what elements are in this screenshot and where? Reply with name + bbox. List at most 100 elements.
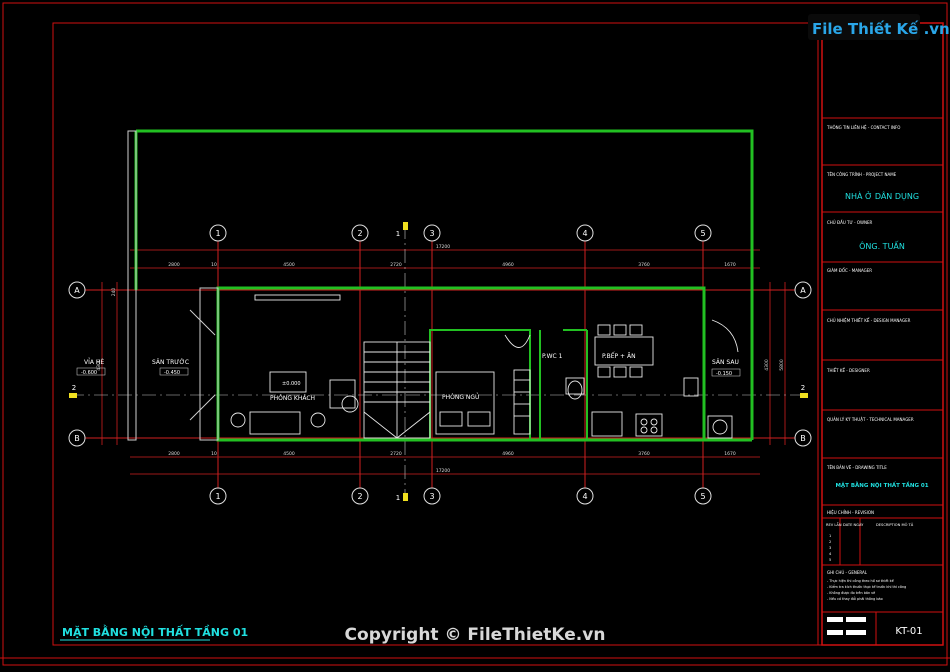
- tb-rev-header-0: REV LẦN: [826, 522, 842, 527]
- grid-bubble-3-bottom: [423, 487, 441, 505]
- section-marks: 2 2 1 1: [69, 222, 808, 502]
- tb-note-1: - Kiểm tra kích thước thực tế trước khi …: [827, 584, 906, 589]
- dimension-lines: [101, 249, 786, 475]
- tb-rev-header-2: DESCRIPTION MÔ TẢ: [876, 522, 914, 527]
- grid-label-5: 5: [700, 492, 705, 501]
- furniture-linework: [230, 294, 739, 439]
- room-label-wc: P.WC 1: [542, 353, 563, 360]
- title-block: THÔNG TIN LIÊN HỆ - CONTACT INFO TÊN CÔN…: [826, 125, 929, 637]
- dim-left-1: 240: [111, 288, 117, 297]
- grid-bubble-4-top: [576, 224, 594, 242]
- room-labels: VỈA HÈ -0.600 SÂN TRƯỚC -0.450 PHÒNG KHÁ…: [76, 352, 741, 402]
- tb-notes-label: GHI CHÚ - GENERAL: [827, 570, 868, 575]
- room-label-bep: P.BẾP + ĂN: [602, 352, 636, 360]
- tb-rev-row-1: 2: [829, 540, 831, 544]
- grid-bubble-1-top: [209, 224, 227, 242]
- copyright-watermark: Copyright © FileThietKe.vn: [345, 625, 606, 645]
- grid-label-1: 1: [215, 229, 220, 238]
- grid-bubble-B-left: [68, 429, 86, 447]
- grid-label-2: 2: [357, 229, 362, 238]
- grid-bubble-3-top: [423, 224, 441, 242]
- tb-design-manager-label: CHỦ NHIỆM THIẾT KẾ - DESIGN MANAGER: [827, 317, 911, 323]
- tb-drawing-title-label: TÊN BẢN VẼ - DRAWING TITLE: [826, 465, 887, 470]
- room-level-san-sau: -0.150: [716, 371, 732, 377]
- tb-note-0: - Thực hiện thi công theo hồ sơ thiết kế: [827, 579, 895, 583]
- grid-label-A: A: [74, 286, 80, 295]
- dim-top-1: 10: [211, 262, 217, 268]
- grid-label-3: 3: [429, 229, 434, 238]
- room-level-san-truoc: -0.450: [164, 370, 180, 376]
- dim-bottom-1: 10: [211, 451, 217, 457]
- section-mark-label-top: 1: [396, 230, 400, 238]
- tb-note-3: - Nếu có thay đổi phải thông báo: [827, 596, 883, 601]
- dim-top-total: 17200: [436, 244, 450, 250]
- section-mark-label-right: 2: [801, 384, 805, 392]
- tb-rev-row-2: 3: [829, 546, 831, 550]
- tb-rev-row-3: 4: [829, 552, 832, 556]
- tb-drawing-title: MẶT BẰNG NỘI THẤT TẦNG 01: [835, 480, 928, 489]
- tb-tech-manager-label: QUẢN LÝ KỸ THUẬT - TECHNICAL MANAGER: [827, 417, 914, 422]
- room-label-san-sau: SÂN SAU: [712, 359, 739, 366]
- tb-owner-label: CHỦ ĐẦU TƯ - OWNER: [827, 220, 873, 225]
- dim-bottom-total: 17200: [436, 468, 450, 474]
- grid-bubble-A-left: [68, 281, 86, 299]
- room-label-san-truoc: SÂN TRƯỚC: [152, 359, 189, 366]
- dim-bottom-2: 4500: [283, 451, 295, 457]
- grid-bubble-2-bottom: [351, 487, 369, 505]
- tb-project-label: TÊN CÔNG TRÌNH - PROJECT NAME: [826, 172, 897, 177]
- grid-bubble-B-right: [794, 429, 812, 447]
- room-level-phong-khach: ±0.000: [282, 381, 301, 387]
- grid-bubble-1-bottom: [209, 487, 227, 505]
- grid-label-A: A: [800, 286, 806, 295]
- dim-bottom-3: 2720: [390, 451, 402, 457]
- dim-bottom-4: 4960: [502, 451, 514, 457]
- grid-label-1: 1: [215, 492, 220, 501]
- tb-contact-label: THÔNG TIN LIÊN HỆ - CONTACT INFO: [826, 125, 900, 130]
- title-block-rows: [822, 117, 943, 645]
- grid-label-3: 3: [429, 492, 434, 501]
- tb-rev-row-0: 1: [829, 534, 831, 538]
- grid-label-B: B: [74, 434, 80, 443]
- dim-top-6: 1670: [724, 262, 736, 268]
- dim-top-5: 3760: [638, 262, 650, 268]
- grid-label-2: 2: [357, 492, 362, 501]
- dim-bottom-5: 3760: [638, 451, 650, 457]
- tb-rev-header-1: DATE NGÀY: [843, 522, 864, 527]
- room-level-via-he: -0.600: [81, 370, 97, 376]
- room-label-phong-khach: PHÒNG KHÁCH: [270, 395, 315, 402]
- dim-bottom-6: 1670: [724, 451, 736, 457]
- grid-label-4: 4: [582, 229, 587, 238]
- grid-label-5: 5: [700, 229, 705, 238]
- tb-sheet-number: KT-01: [895, 626, 922, 637]
- tb-note-2: - Không được đo trên bản vẽ: [827, 591, 875, 595]
- grid-bubble-5-bottom: [694, 487, 712, 505]
- tb-designer-label: THIẾT KẾ - DESIGNER: [826, 367, 870, 373]
- tb-owner-name: ÔNG. TUẤN: [859, 240, 905, 251]
- grid-label-4: 4: [582, 492, 587, 501]
- tb-director-label: GIÁM ĐỐC - MANAGER: [827, 268, 872, 273]
- section-mark-label-bottom: 1: [396, 494, 400, 502]
- dim-top-3: 2720: [390, 262, 402, 268]
- logo: File Thiết Kế .vn: [808, 14, 950, 40]
- tb-revision-label: HIỆU CHỈNH - REVISION: [827, 510, 874, 515]
- room-label-via-he: VỈA HÈ: [84, 358, 104, 366]
- sheet-border-inner: [52, 22, 944, 646]
- logo-text: File Thiết Kế .vn: [812, 19, 950, 38]
- grid-label-B: B: [800, 434, 806, 443]
- tb-project-name: NHÀ Ở DÂN DỤNG: [845, 190, 919, 201]
- dim-left-0: 4300: [96, 359, 102, 371]
- dimension-texts: 2800 10 4500 2720 4960 3760 1670 17200 2800 10 450…: [96, 244, 785, 474]
- dim-right-1: 5800: [779, 359, 785, 371]
- drawing-title: MẶT BẰNG NỘI THẤT TẦNG 01: [62, 624, 248, 639]
- dim-bottom-0: 2800: [168, 451, 180, 457]
- room-label-phong-ngu: PHÒNG NGỦ: [442, 393, 479, 401]
- dim-top-2: 4500: [283, 262, 295, 268]
- dim-right-0: 4300: [764, 359, 770, 371]
- dim-top-0: 2800: [168, 262, 180, 268]
- tb-rev-row-4: 5: [829, 558, 831, 562]
- dim-top-4: 4960: [502, 262, 514, 268]
